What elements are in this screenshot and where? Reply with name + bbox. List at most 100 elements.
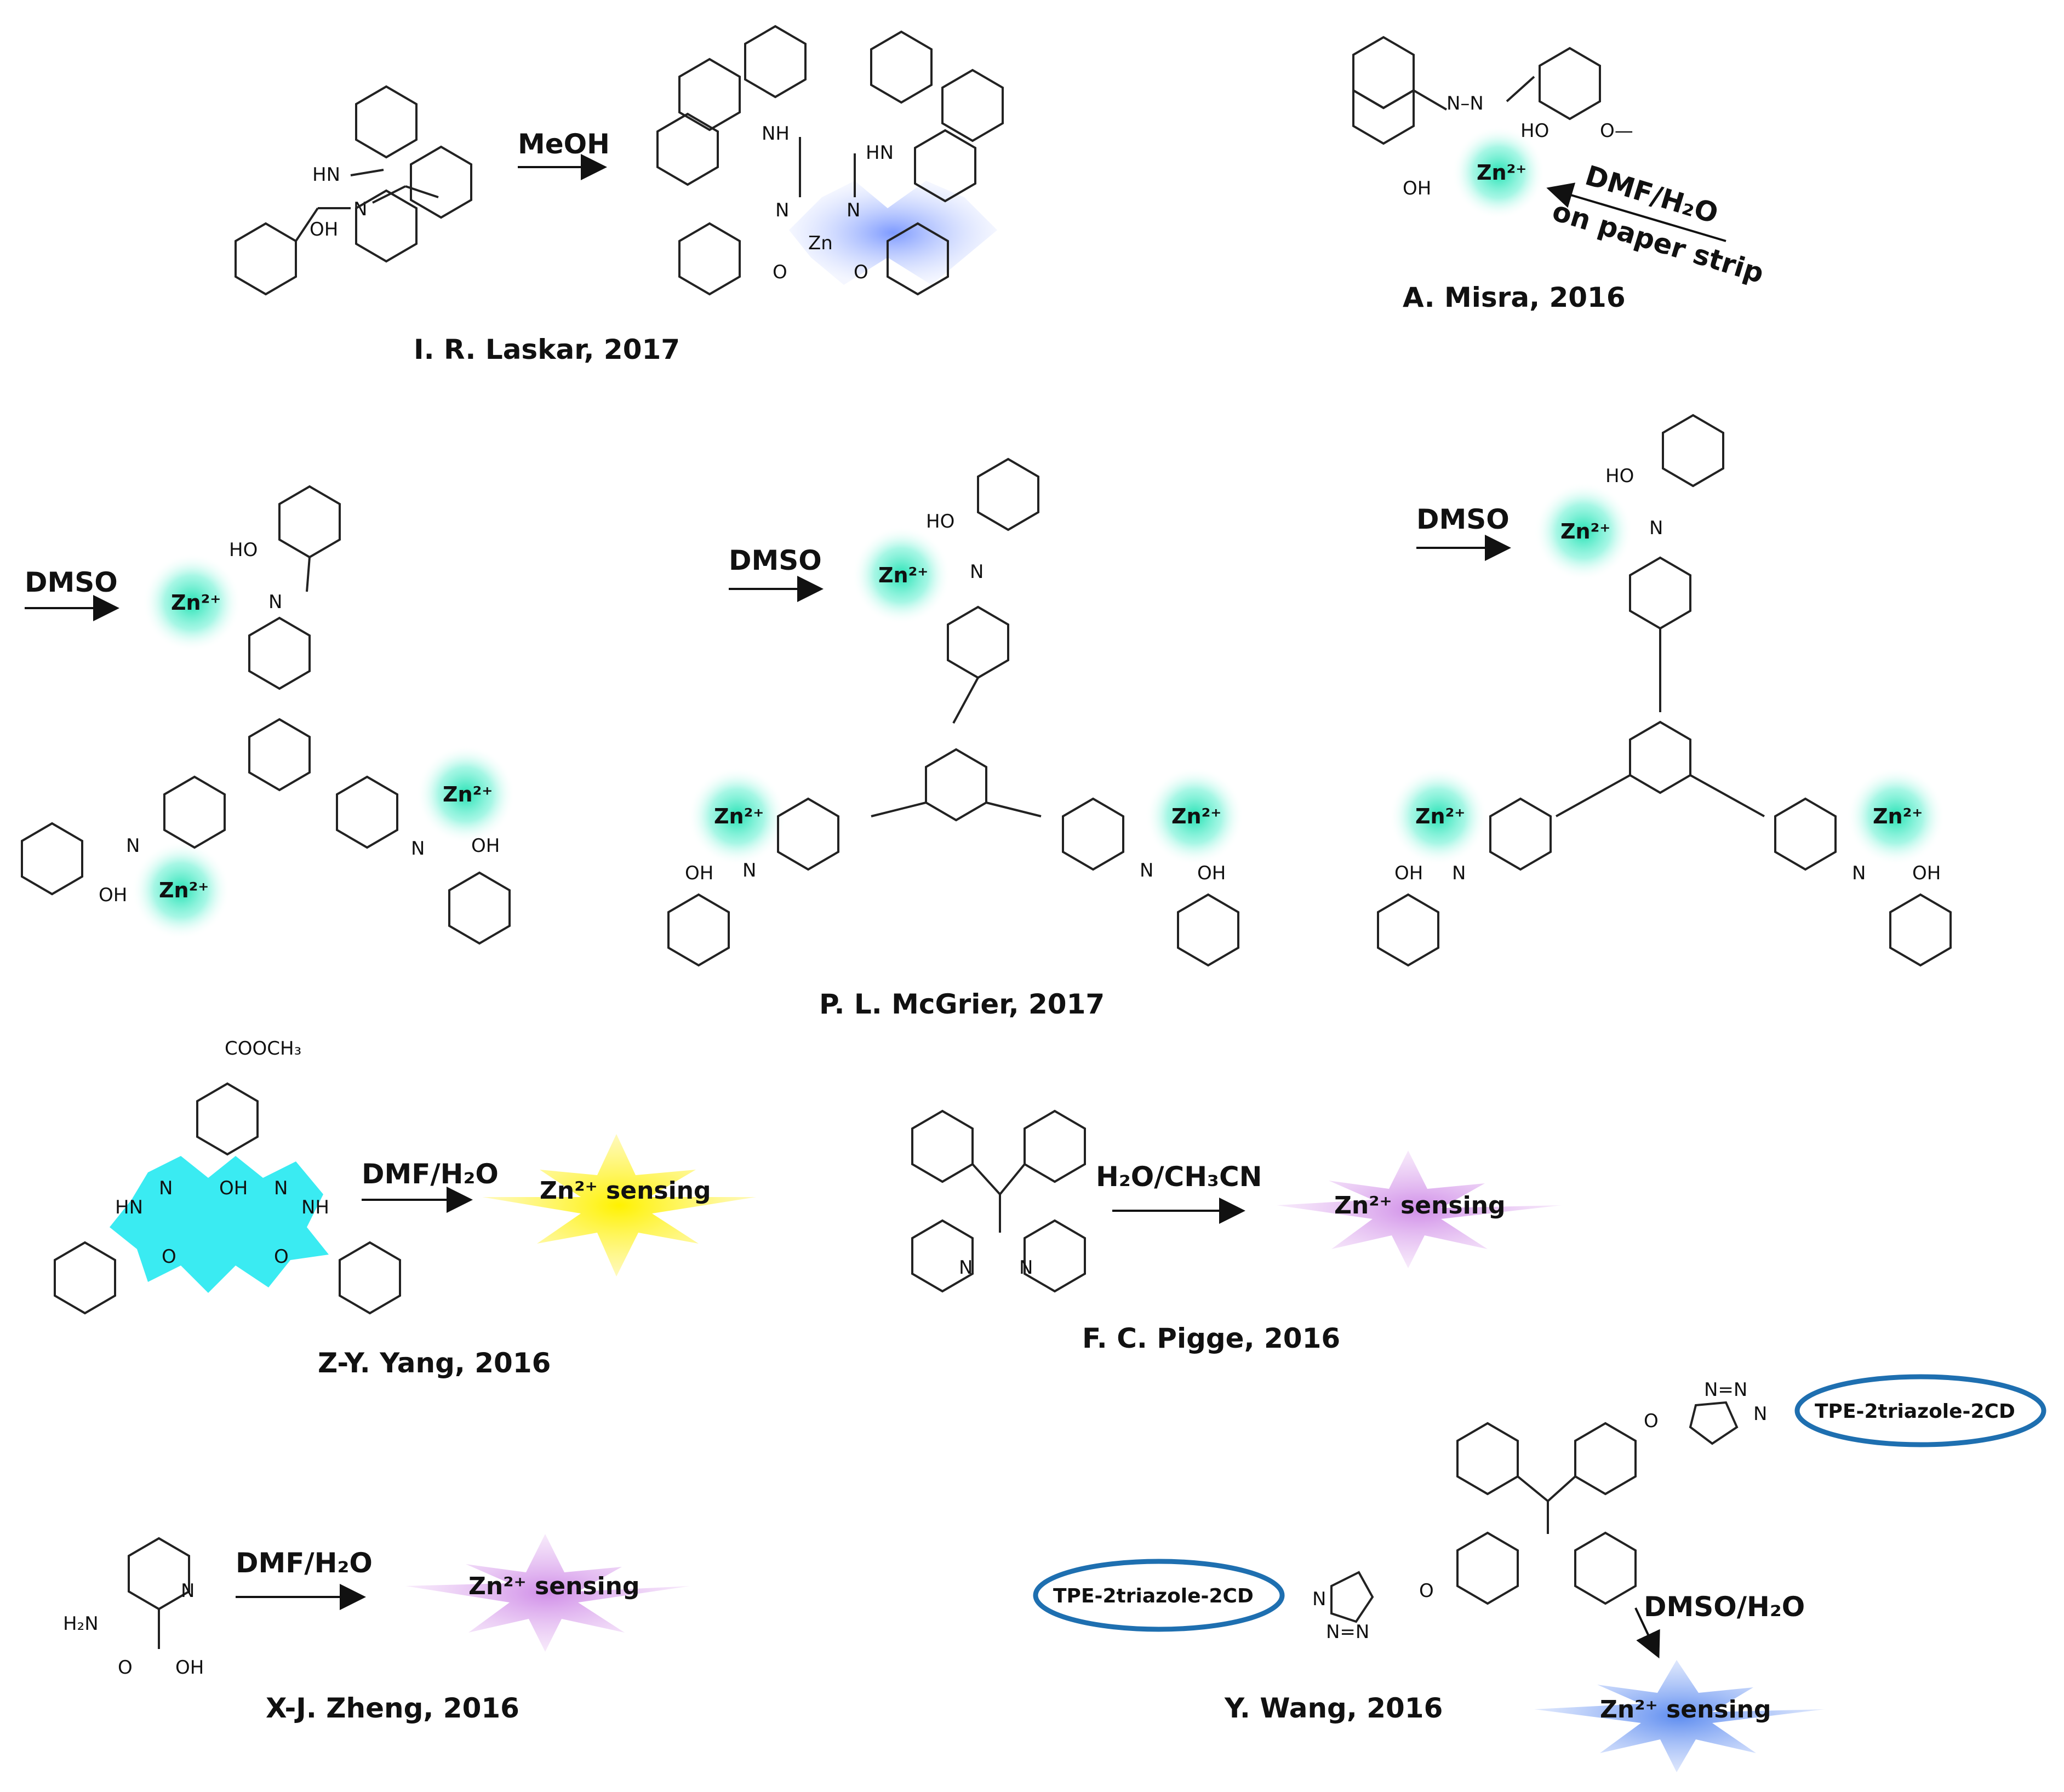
- zn-glow-a1: [142, 553, 241, 652]
- zheng-structure: N H₂N O OH: [63, 1537, 204, 1679]
- tripodal-alkyne-c: HO N N N OH OH: [1377, 414, 1952, 967]
- atom-o-zheng: O: [118, 1657, 133, 1679]
- credit-zheng: X-J. Zheng, 2016: [266, 1692, 519, 1724]
- atom-cooch3: COOCH₃: [225, 1038, 301, 1060]
- atom-ho-b: HO: [926, 511, 954, 533]
- atom-n-pigge1: N: [959, 1257, 973, 1279]
- zn-glow-a2: [416, 745, 515, 844]
- zn-ion-misra: Zn²⁺: [1477, 161, 1526, 185]
- yang-condition: DMF/H₂O: [362, 1158, 499, 1190]
- atom-o-wang1: O: [1644, 1410, 1659, 1432]
- zn-glow-b2: [688, 767, 786, 866]
- atom-n-n: N–N: [1446, 93, 1484, 114]
- atom-methoxy: O—: [1600, 120, 1633, 142]
- laskar-zn-complex: NH HN N N Zn O O: [656, 25, 1004, 296]
- zheng-condition: DMF/H₂O: [236, 1547, 373, 1579]
- zn-ion-b1: Zn²⁺: [878, 563, 928, 587]
- atom-oh-zheng: OH: [175, 1657, 204, 1679]
- atom-hn: HN: [312, 164, 340, 186]
- dmso-label-3: DMSO: [1416, 503, 1510, 535]
- zn-glow-b3: [1145, 767, 1244, 866]
- atom-oh-c1: OH: [1394, 862, 1423, 884]
- atom-n-yang2: N: [274, 1177, 288, 1199]
- tripodal-imine-a: HO N N N OH OH: [21, 485, 511, 945]
- zn-glow-a3: [131, 841, 230, 940]
- zn-ion-a3: Zn²⁺: [159, 878, 209, 902]
- wang-structure: O O N=N N N N=N: [1312, 1379, 1767, 1643]
- zheng-sensing: Zn²⁺ sensing: [468, 1572, 640, 1600]
- zn-glow-c1: [1534, 482, 1633, 581]
- tpe-tag-right: TPE-2triazole-2CD: [1815, 1400, 2015, 1423]
- atom-oh: OH: [310, 219, 338, 241]
- wang-sensing: Zn²⁺ sensing: [1600, 1696, 1771, 1724]
- zn-ion-a2: Zn²⁺: [443, 782, 493, 806]
- zn-ion-c2: Zn²⁺: [1415, 804, 1465, 828]
- yellow-burst: [482, 1134, 756, 1276]
- atom-ho-a: HO: [229, 539, 258, 561]
- atom-o-left: O: [773, 261, 787, 283]
- atom-n-c: N: [1649, 517, 1663, 539]
- pigge-structure: N N: [911, 1109, 1086, 1293]
- credit-laskar: I. R. Laskar, 2017: [414, 334, 680, 365]
- atom-o-right: O: [854, 261, 868, 283]
- misra-arrow: [1546, 182, 1726, 242]
- atom-nh-yang: NH: [301, 1196, 329, 1218]
- credit-misra: A. Misra, 2016: [1403, 282, 1626, 313]
- atom-hn2: HN: [866, 142, 894, 164]
- atom-n1-wang2: N: [1312, 1588, 1326, 1610]
- credit-mcgrier: P. L. McGrier, 2017: [819, 988, 1105, 1020]
- tripodal-vinyl-b: HO N N N OH OH: [667, 457, 1239, 967]
- atom-oh-a2: OH: [471, 835, 500, 857]
- zn-ion-c3: Zn²⁺: [1873, 804, 1923, 828]
- yang-structure: COOCH₃ OH N N HN NH O O: [54, 1038, 401, 1315]
- zn-glow-misra: [1452, 126, 1545, 219]
- atom-oh-misra: OH: [1403, 178, 1431, 199]
- tpe-ellipse-left: [1033, 1559, 1285, 1632]
- atom-n-left: N: [775, 199, 789, 221]
- atom-nh: NH: [762, 123, 790, 145]
- zn-ion-a1: Zn²⁺: [171, 591, 221, 615]
- atom-n-zheng: N: [181, 1580, 195, 1602]
- credit-yang: Z-Y. Yang, 2016: [318, 1347, 551, 1379]
- atom-o-yang2: O: [274, 1246, 289, 1268]
- atom-n-a3: N: [411, 838, 425, 860]
- atom-n-b2: N: [742, 860, 756, 881]
- dmso-label-2: DMSO: [729, 545, 822, 576]
- wang-arrow: [1634, 1607, 1660, 1659]
- atom-nn-wang2: N=N: [1326, 1621, 1369, 1643]
- atom-n-a: N: [268, 591, 282, 613]
- atom-n-a2: N: [126, 835, 140, 857]
- atom-ho-c: HO: [1605, 465, 1634, 487]
- dmso-label-1: DMSO: [25, 566, 118, 598]
- blue-burst-wang: [1534, 1660, 1825, 1772]
- atom-oh-a1: OH: [99, 884, 127, 906]
- credit-pigge: F. C. Pigge, 2016: [1082, 1322, 1340, 1354]
- atom-hn-yang: HN: [115, 1196, 143, 1218]
- atom-n-b: N: [970, 561, 984, 583]
- atom-n-pigge2: N: [1019, 1257, 1033, 1279]
- atom-oh-b2: OH: [1197, 862, 1226, 884]
- atom-n1-wang1: N: [1753, 1403, 1767, 1425]
- zn-glow-b1: [852, 526, 951, 625]
- tpe-tag-left: TPE-2triazole-2CD: [1053, 1585, 1254, 1607]
- atom-n-c3: N: [1852, 862, 1866, 884]
- atom-zn: Zn: [808, 232, 833, 254]
- meoh-label: MeOH: [518, 128, 610, 160]
- violet-burst-pigge: [1277, 1150, 1562, 1268]
- zn-ion-b3: Zn²⁺: [1171, 804, 1221, 828]
- zn-ion-c1: Zn²⁺: [1560, 519, 1610, 543]
- atom-n-right: N: [847, 199, 860, 221]
- atom-o-yang1: O: [162, 1246, 176, 1268]
- pigge-sensing: Zn²⁺ sensing: [1334, 1192, 1506, 1220]
- pigge-condition: H₂O/CH₃CN: [1096, 1161, 1262, 1193]
- atom-n-b3: N: [1140, 860, 1153, 881]
- misra-structure: N–N HO O— OH: [1352, 36, 1633, 199]
- tpe-ellipse-right: [1794, 1374, 2046, 1447]
- zn-glow-c2: [1389, 767, 1488, 866]
- wang-condition: DMSO/H₂O: [1644, 1591, 1805, 1623]
- atom-oh-c2: OH: [1912, 862, 1941, 884]
- atom-h2n: H₂N: [63, 1613, 99, 1635]
- atom-nn-wang1: N=N: [1704, 1379, 1747, 1401]
